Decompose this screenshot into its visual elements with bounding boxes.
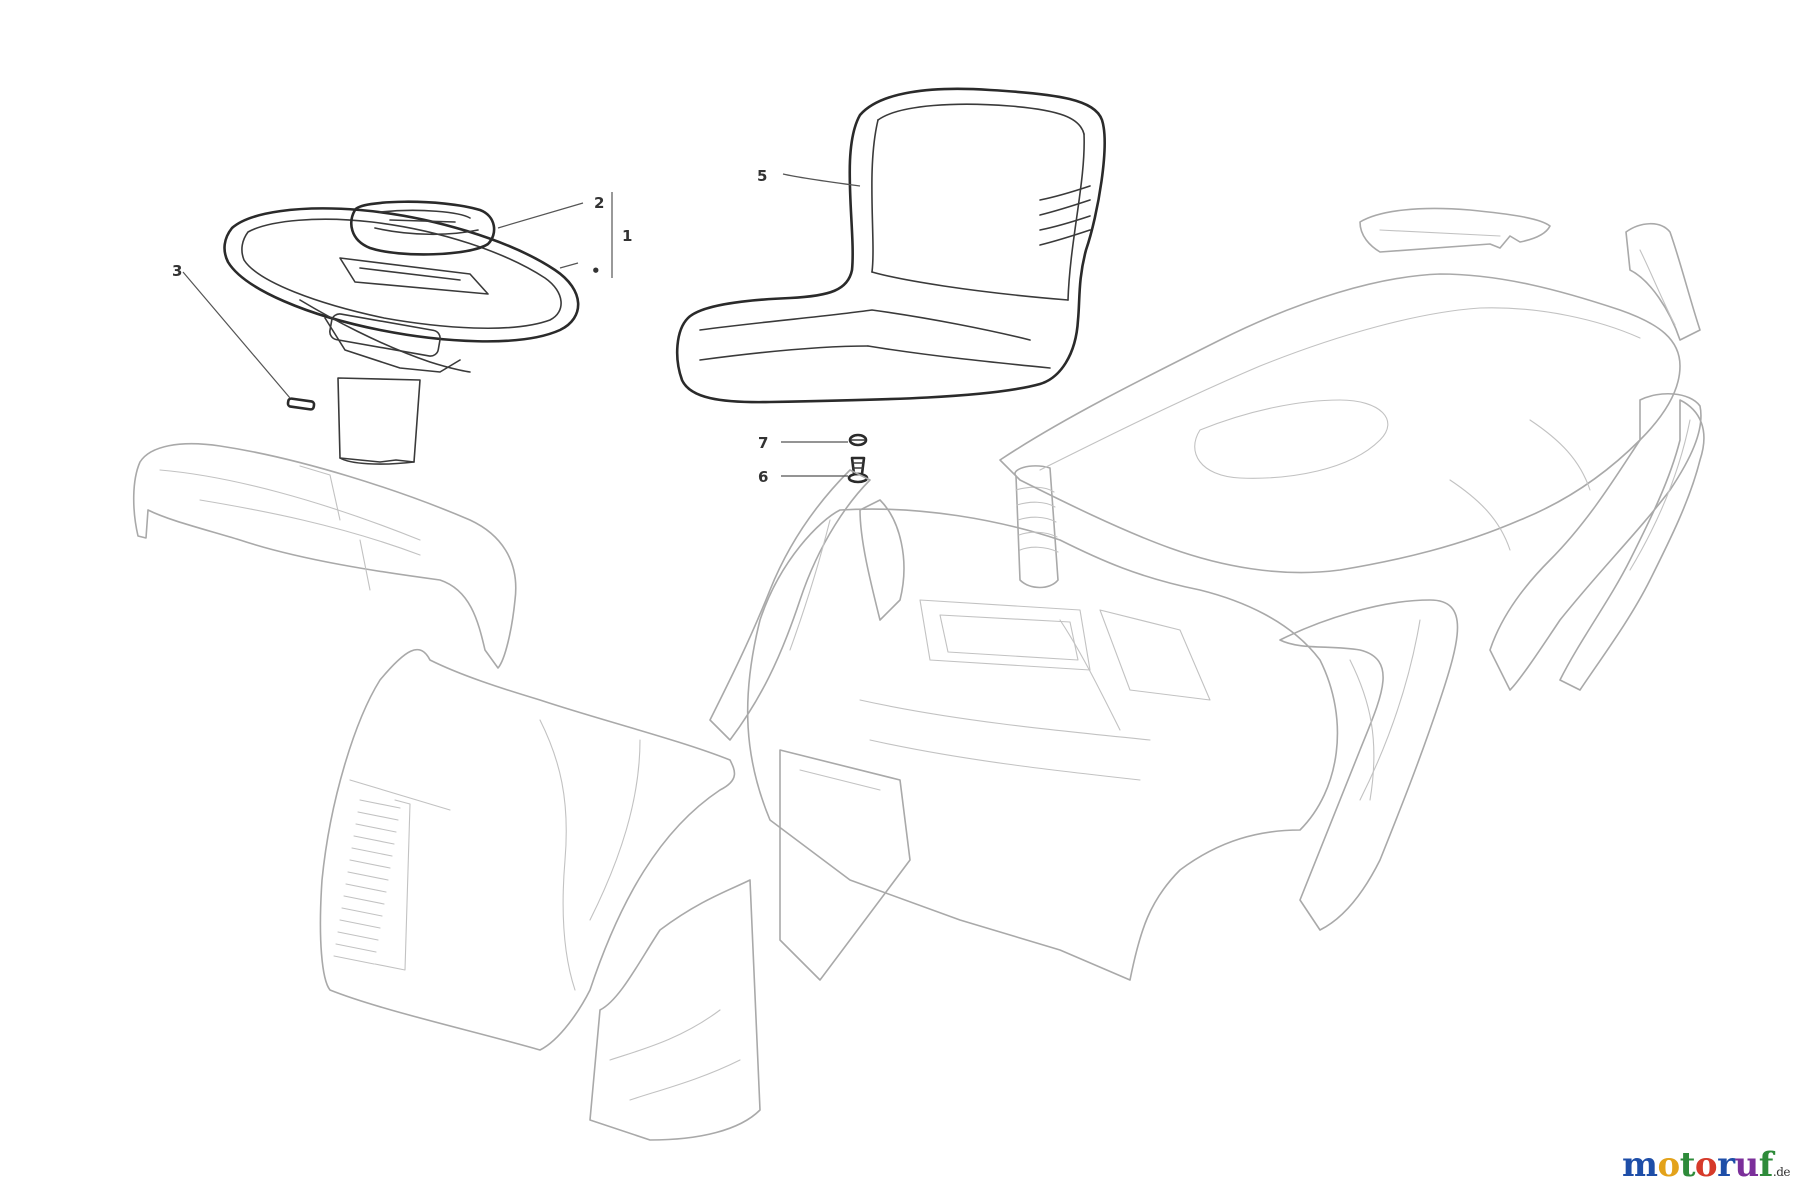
rear-fender: [1279, 599, 1459, 931]
watermark-letter: t: [1679, 1145, 1696, 1185]
leader-lines: [182, 173, 861, 477]
seat: [675, 87, 1106, 404]
pin-part: [286, 397, 316, 411]
seat-nut: [848, 433, 868, 447]
rear-hood: [999, 273, 1702, 691]
callout-6: 6: [758, 468, 768, 486]
callout-3: 3: [172, 262, 182, 280]
watermark-letter: u: [1734, 1145, 1760, 1185]
watermark-letter: o: [1694, 1145, 1718, 1185]
watermark-letter: m: [1622, 1145, 1658, 1185]
dashboard-cover: [132, 442, 517, 669]
vent-slots: [333, 799, 411, 971]
right-side-panel: [1559, 399, 1705, 691]
side-trim-piece: [1625, 222, 1701, 341]
watermark-letter: o: [1657, 1145, 1681, 1185]
left-side-panel: [709, 469, 905, 741]
center-body: [746, 508, 1339, 981]
hub-cap: [350, 200, 496, 256]
steering-wheel: [223, 207, 580, 465]
callout-5: 5: [757, 167, 767, 185]
rear-trim-piece: [1359, 207, 1551, 253]
callout-1: 1: [622, 227, 632, 245]
watermark-letter: f: [1758, 1145, 1774, 1185]
callout-7: 7: [758, 434, 768, 452]
callout-labels: 2 1 • 3 5 7 6: [172, 167, 768, 486]
watermark-letter: r: [1717, 1145, 1735, 1185]
callout-2: 2: [594, 194, 604, 212]
front-fender: [319, 648, 761, 1141]
gear-lever-boot: [1014, 465, 1059, 589]
motoruf-watermark: motoruf.de: [1622, 1148, 1790, 1182]
watermark-tld: .de: [1772, 1165, 1791, 1179]
callout-dot: •: [591, 262, 601, 280]
